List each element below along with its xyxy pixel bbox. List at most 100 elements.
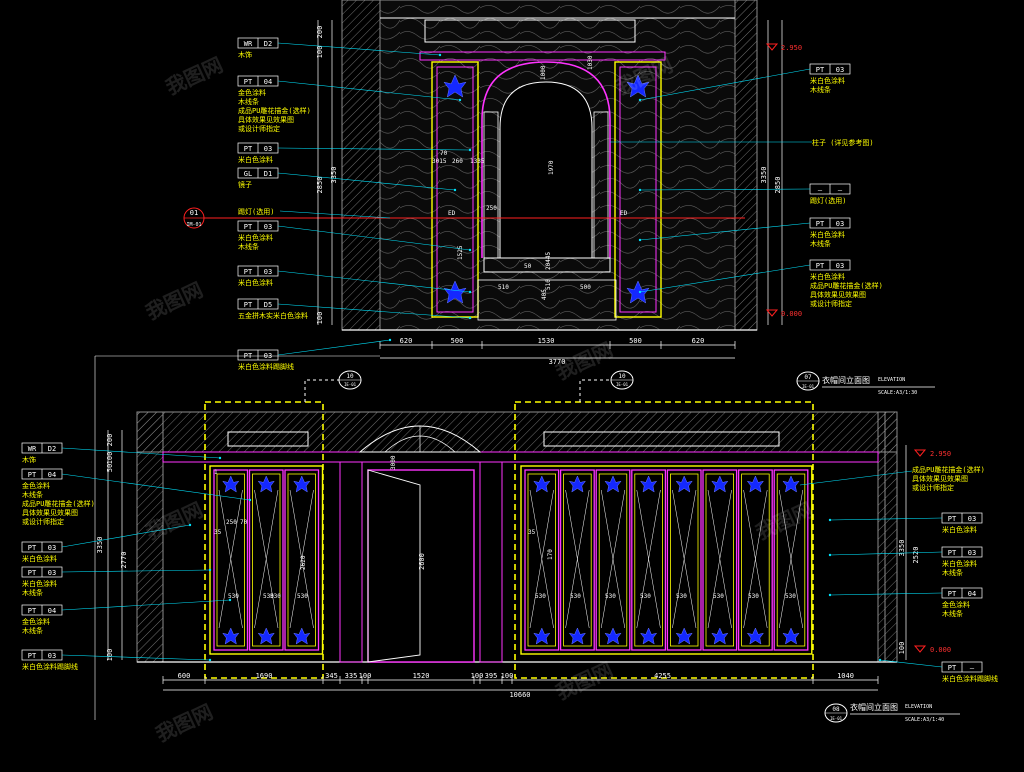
wardrobe-door <box>524 469 560 651</box>
section-marker-ref: IM-01 <box>186 222 201 228</box>
dim-text: 2770 <box>120 552 128 569</box>
material-tag-note: 金色涂料 <box>238 88 266 97</box>
bottom-pilaster-2 <box>479 461 503 663</box>
leader-dot <box>468 248 472 252</box>
bottom-bottom-total: 10660 <box>509 691 530 699</box>
material-tag-code: PT <box>28 607 37 615</box>
material-tag-note: 金色涂料 <box>942 600 970 609</box>
leader-dot <box>638 188 642 192</box>
material-tag-note: 成品PU雕花描金(选样) <box>810 281 883 290</box>
material-tag-note: 镜子 <box>238 180 252 189</box>
leader-line <box>61 569 211 573</box>
wardrobe-ornament-top <box>604 475 622 493</box>
inner-dim-text: 530 <box>676 593 687 600</box>
top-level-bottom-value: 0.000 <box>781 310 802 318</box>
leader-line <box>61 473 251 501</box>
title-1-ref: IE-01 <box>802 384 815 389</box>
leader-dot <box>453 188 457 192</box>
leader-line <box>879 659 943 668</box>
wardrobe-ornament-top <box>711 475 729 493</box>
wardrobe-door <box>773 469 809 651</box>
dim-text: 500 <box>629 337 642 345</box>
material-tag-number: 03 <box>264 268 272 276</box>
wardrobe-door <box>284 469 320 651</box>
inner-dim-text: 530 <box>228 593 239 600</box>
wardrobe-ornament-bottom <box>257 627 275 645</box>
title-1-scale: SCALE:A3/1:30 <box>878 390 917 396</box>
ornament-3 <box>626 280 650 304</box>
wardrobe-door-panel <box>776 473 806 647</box>
wardrobe-ornament-top <box>782 475 800 493</box>
dim-text: 200 <box>316 26 324 39</box>
wardrobe-door-glass-mark <box>529 489 554 629</box>
dim-text: 100 <box>501 672 514 680</box>
dim-text: 345 <box>325 672 338 680</box>
material-tag-number: — <box>970 664 975 672</box>
inner-dim-text: 530 <box>535 593 546 600</box>
bottom-level-bottom-value: 0.000 <box>930 646 951 654</box>
bottom-right-hatch <box>877 411 898 663</box>
leader-line <box>639 222 811 241</box>
inner-dim-text: 70 <box>440 150 448 157</box>
top-arch-inner <box>499 81 593 258</box>
top-level-bottom: 0.000 <box>765 309 802 318</box>
leader-line <box>61 524 191 548</box>
ornament-2 <box>626 74 650 98</box>
top-arch-outer <box>481 61 611 258</box>
material-tag-code: PT <box>28 544 37 552</box>
material-tag-note: 米白色涂料 <box>942 559 977 568</box>
callout-right-ref: IE-01 <box>616 382 629 387</box>
watermark-text: 我图网 <box>162 52 227 99</box>
material-tag-code: PT <box>244 78 253 86</box>
material-tag-code: PT <box>244 268 253 276</box>
wardrobe-door-glass-mark <box>778 489 804 629</box>
material-tag-note: 木线条 <box>22 490 43 499</box>
dim-text: 620 <box>692 337 705 345</box>
wardrobe-door-panel <box>598 473 628 647</box>
material-tag-note: 具体效果见效果图 <box>912 474 968 483</box>
material-tag-note: 米白色涂料 <box>22 554 57 563</box>
wardrobe-ornament-bottom <box>293 627 311 645</box>
leader-dot <box>638 98 642 102</box>
dim-text: 3350 <box>760 167 768 184</box>
title-1-number: 07 <box>804 374 812 381</box>
bottom-doorway <box>367 469 475 663</box>
section-marker-number: 01 <box>190 209 198 217</box>
leader-dot <box>208 568 212 572</box>
bottom-fanlight <box>358 425 482 453</box>
wardrobe-ornament-bottom <box>222 627 240 645</box>
wardrobe-door-panel <box>741 473 770 647</box>
top-level-top: 2.950 <box>765 43 802 52</box>
wardrobe-door-glass-mark <box>636 489 661 629</box>
wardrobe-ornament-bottom <box>639 627 658 645</box>
wardrobe-door-glass-mark <box>707 489 732 629</box>
inner-dim-text: 1030 <box>587 55 594 70</box>
bottom-elevation: 2600 10 IE-01 10 IE-01 07 IE-01 <box>21 355 998 723</box>
material-tag-note: 木线条 <box>22 626 43 635</box>
inner-dim-text: 3000 <box>390 455 397 470</box>
material-tag-code: — <box>818 186 823 194</box>
material-tag-note: 米白色涂料 <box>238 278 273 287</box>
wardrobe-door-glass-mark <box>254 489 279 629</box>
material-tag-note: 具体效果见效果图 <box>22 508 78 517</box>
dim-text: 100 <box>106 649 114 662</box>
material-tag-number: 03 <box>48 569 56 577</box>
wardrobe-ornament-bottom <box>711 627 729 645</box>
material-tag-note: 踢灯(选用) <box>810 196 846 205</box>
leader-dot <box>208 658 212 662</box>
material-tag-number: D1 <box>264 170 272 178</box>
callout-leader-left <box>304 379 340 402</box>
top-left-panel-inner <box>436 66 474 313</box>
wardrobe-door-glass-mark <box>743 489 768 629</box>
leader-dot <box>458 98 462 102</box>
title-2-number: 08 <box>832 706 840 713</box>
leader-line <box>277 80 461 101</box>
inner-dim-text: 70 <box>240 519 248 526</box>
bottom-level-bottom: 0.000 <box>913 645 951 654</box>
material-tag-number: 03 <box>968 515 976 523</box>
material-tag-note: 成品PU雕花描金(选样) <box>238 106 311 115</box>
